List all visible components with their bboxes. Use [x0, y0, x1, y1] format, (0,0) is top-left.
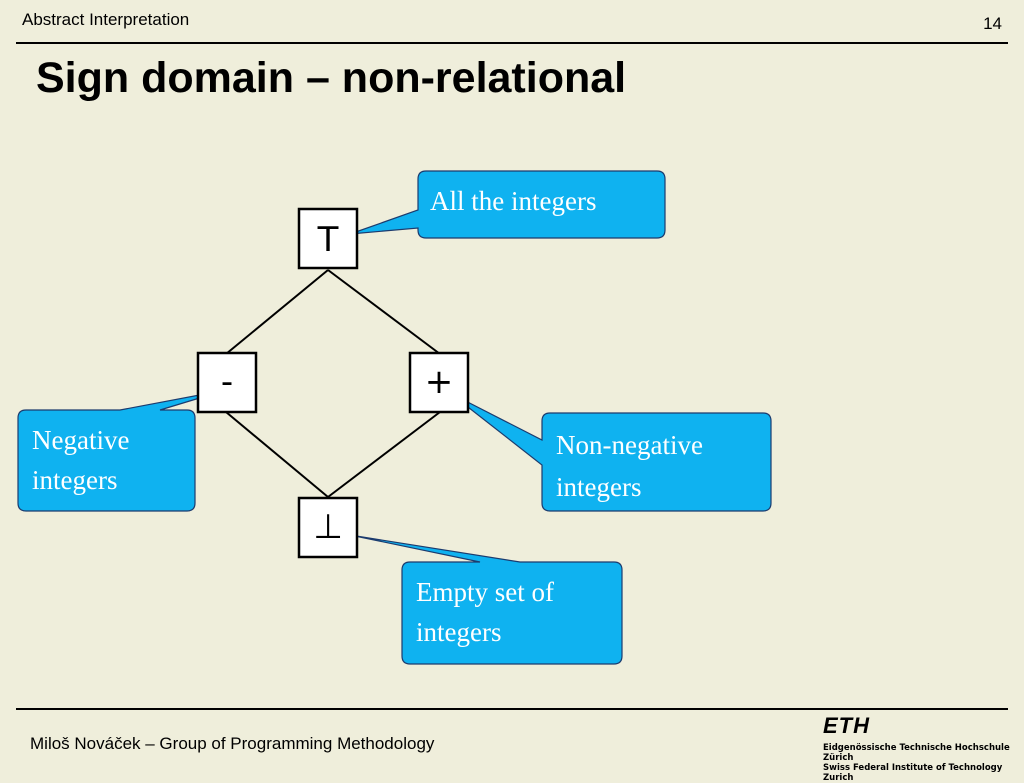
eth-logo-text: ETH: [823, 713, 870, 738]
callout-positive-line1: Non-negative: [556, 430, 703, 460]
callout-negative-text: Negative integers: [32, 420, 129, 500]
header-divider: [16, 42, 1008, 44]
edge-positive-bottom: [327, 411, 441, 498]
node-positive-label: +: [425, 362, 454, 402]
callout-bottom-line2: integers: [416, 617, 502, 647]
callout-negative: [17, 389, 227, 512]
callout-bottom-line1: Empty set of: [416, 577, 554, 607]
page-number: 14: [983, 14, 1002, 33]
callout-top-text: All the integers: [430, 186, 597, 216]
edge-top-negative: [225, 269, 329, 355]
slide-title: Sign domain – non-relational: [36, 54, 627, 102]
callout-negative-line1: Negative: [32, 425, 130, 455]
header-title: Abstract Interpretation: [22, 10, 190, 29]
eth-logo-line1: Eidgenössische Technische Hochschule Zür…: [823, 743, 1010, 763]
node-negative-label: -: [221, 362, 233, 402]
node-top: T: [297, 207, 359, 270]
callout-bottom-text: Empty set of integers: [416, 572, 554, 652]
callout-positive: [449, 392, 772, 512]
callout-negative-line2: integers: [32, 465, 118, 495]
node-positive: +: [408, 351, 470, 414]
node-bottom-label: ⊥: [313, 507, 343, 547]
edge-top-positive: [327, 269, 441, 355]
callout-top: [349, 170, 666, 239]
node-bottom: ⊥: [297, 496, 359, 559]
eth-logo-line2: Swiss Federal Institute of Technology Zu…: [823, 763, 1003, 783]
footer-divider: [16, 708, 1008, 710]
edge-negative-bottom: [225, 411, 329, 498]
callout-bottom: [349, 534, 623, 665]
eth-logo: ETH Eidgenössische Technische Hochschule…: [823, 713, 1023, 783]
node-top-label: T: [317, 220, 339, 260]
callout-positive-line2: integers: [556, 472, 642, 502]
node-negative: -: [196, 351, 258, 414]
footer-author: Miloš Nováček – Group of Programming Met…: [30, 734, 435, 753]
callout-positive-text: Non-negative integers: [556, 424, 703, 508]
